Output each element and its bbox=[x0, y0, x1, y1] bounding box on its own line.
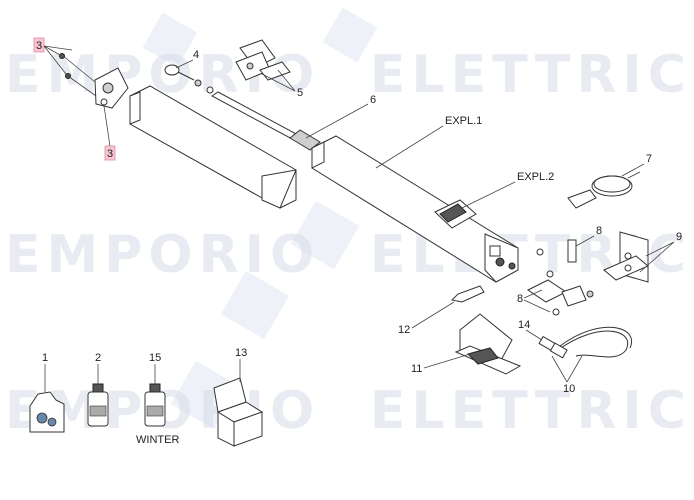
part-14-gland: 14 bbox=[518, 319, 558, 353]
part-2-bottle: 2 bbox=[87, 352, 109, 427]
callout-7: 7 bbox=[646, 153, 652, 165]
part-3-end-cap bbox=[59, 53, 129, 109]
part-6-rod: 6 bbox=[211, 91, 376, 151]
motor-body: EXPL.1 EXPL.2 bbox=[311, 115, 554, 283]
callout-8-bottom: 8 bbox=[517, 293, 523, 305]
callout-label-3-top: 3 bbox=[36, 40, 42, 52]
callout-3-bottom: 3 bbox=[103, 105, 116, 161]
callout-13: 13 bbox=[235, 347, 247, 359]
part-7-cable: 7 bbox=[567, 153, 652, 209]
part-13-box: 13 bbox=[213, 347, 264, 447]
callout-3-top: 3 bbox=[33, 37, 73, 75]
callout-14: 14 bbox=[518, 319, 530, 331]
part-1-bag: 1 bbox=[29, 352, 65, 433]
part-8-pins: 8 bbox=[536, 225, 602, 278]
bottle-label-winter: WINTER bbox=[136, 434, 179, 446]
watermark-text-6: ELETTRICO bbox=[370, 381, 694, 441]
callout-4: 4 bbox=[193, 49, 199, 61]
part-5-bracket: 5 bbox=[235, 39, 303, 99]
callout-9: 9 bbox=[676, 231, 682, 243]
watermark-text-3: EMPORIO bbox=[5, 225, 320, 285]
part-12-pin: 12 bbox=[398, 285, 485, 336]
callout-expl2: EXPL.2 bbox=[517, 171, 554, 183]
callout-10: 10 bbox=[563, 383, 575, 395]
callout-label-3-bottom: 3 bbox=[107, 148, 113, 160]
part-10-cable: 10 bbox=[549, 326, 633, 395]
callout-11: 11 bbox=[411, 363, 422, 375]
callout-5: 5 bbox=[297, 87, 303, 99]
callout-8-top: 8 bbox=[596, 225, 602, 237]
callout-expl1: EXPL.1 bbox=[445, 115, 482, 127]
housing-tube bbox=[129, 85, 297, 209]
callout-15: 15 bbox=[149, 352, 161, 364]
callout-1: 1 bbox=[42, 352, 48, 364]
part-9-bracket: 9 bbox=[603, 231, 682, 283]
part-11-stopper: 11 bbox=[411, 313, 522, 375]
watermark-text-2: ELETTRICO bbox=[370, 45, 694, 105]
part-8-lower-bracket: 8 bbox=[517, 279, 594, 316]
callout-2: 2 bbox=[95, 352, 101, 364]
callout-12: 12 bbox=[398, 324, 410, 336]
part-15-bottle: 15 WINTER bbox=[136, 352, 179, 446]
callout-6: 6 bbox=[370, 94, 376, 106]
part-4-rod-eye: 4 bbox=[164, 49, 214, 94]
